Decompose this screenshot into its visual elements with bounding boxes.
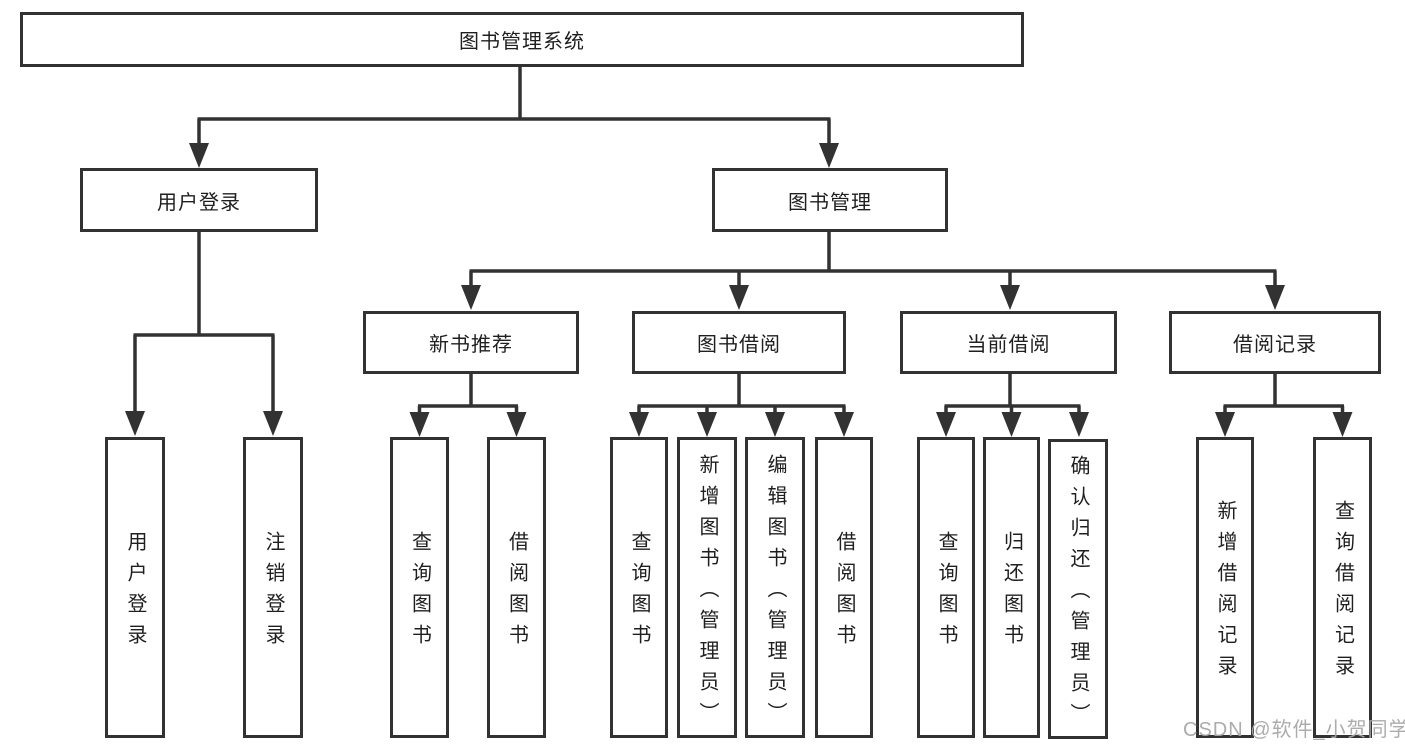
- node-user-login: 用户登录: [80, 168, 318, 232]
- node-book-management: 图书管理: [712, 168, 948, 232]
- csdn-watermark: CSDN @软件_小贺同学: [1183, 719, 1405, 741]
- node-label: 图书借阅: [697, 334, 781, 356]
- leaf-borrow-books-borrowing: 借阅图书: [815, 437, 873, 738]
- node-label: 查询借阅记录: [1331, 500, 1354, 686]
- node-label: 用户登录: [157, 191, 241, 214]
- leaf-query-books-current: 查询图书: [917, 437, 975, 738]
- leaf-borrow-books-recommend: 借阅图书: [487, 437, 546, 738]
- leaf-logout: 注销登录: [243, 437, 303, 738]
- node-label: 用户登录: [124, 531, 146, 655]
- leaf-confirm-return-admin: 确认归还（管理员）: [1048, 439, 1108, 739]
- node-label: 查询图书: [935, 531, 957, 655]
- leaf-add-borrow-record: 新增借阅记录: [1196, 437, 1254, 738]
- node-label: 图书管理: [788, 191, 872, 214]
- node-label: 新书推荐: [429, 334, 513, 356]
- leaf-user-login: 用户登录: [105, 437, 165, 738]
- node-label: 借阅图书: [833, 531, 855, 655]
- node-label: 借阅图书: [505, 531, 528, 655]
- leaf-query-books-recommend: 查询图书: [390, 437, 449, 738]
- node-book-borrowing: 图书借阅: [632, 311, 846, 374]
- node-label: 借阅记录: [1233, 334, 1317, 356]
- node-label: 确认归还（管理员）: [1067, 455, 1089, 734]
- leaf-query-books-borrowing: 查询图书: [610, 437, 668, 738]
- leaf-edit-books-admin: 编辑图书（管理员）: [745, 437, 805, 738]
- node-label: 注销登录: [262, 531, 284, 655]
- arrowhead-icons: [125, 143, 1353, 437]
- node-label: 查询图书: [408, 531, 431, 655]
- node-library-management-system: 图书管理系统: [20, 12, 1024, 67]
- node-label: 图书管理系统: [459, 31, 585, 53]
- leaf-return-books: 归还图书: [983, 437, 1040, 738]
- node-borrowing-records: 借阅记录: [1169, 311, 1381, 374]
- node-label: 查询图书: [628, 531, 650, 655]
- node-label: 编辑图书（管理员）: [764, 453, 786, 733]
- node-label: 新增借阅记录: [1214, 500, 1236, 686]
- leaf-query-borrow-record: 查询借阅记录: [1313, 437, 1372, 738]
- node-label: 当前借阅: [966, 334, 1051, 356]
- node-label: 新增图书（管理员）: [696, 453, 718, 733]
- node-current-borrowing: 当前借阅: [900, 311, 1117, 374]
- leaf-add-books-admin: 新增图书（管理员）: [677, 437, 737, 738]
- node-new-book-recommendation: 新书推荐: [363, 311, 579, 374]
- node-label: 归还图书: [1000, 531, 1023, 655]
